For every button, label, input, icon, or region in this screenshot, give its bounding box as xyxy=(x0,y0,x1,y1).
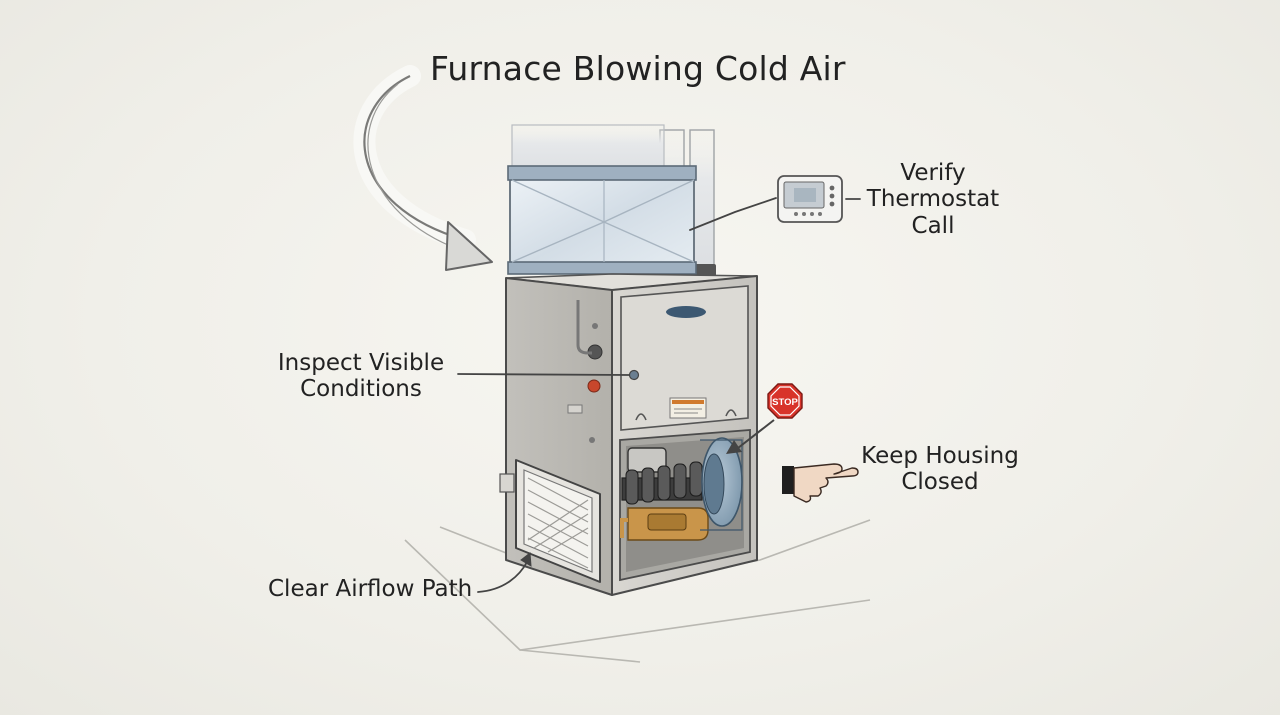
thermostat-icon xyxy=(777,175,843,223)
label-line: Call xyxy=(911,212,955,239)
blower-wheel xyxy=(700,437,743,531)
label-line: Clear Airflow Path xyxy=(268,576,473,602)
label-verify-thermostat-call: Verify Thermostat Call xyxy=(862,160,1004,239)
label-line: Inspect Visible xyxy=(277,350,445,376)
stop-sign-text: STOP xyxy=(772,397,798,408)
small-arrow-icon xyxy=(520,552,532,567)
label-line: Verify xyxy=(900,160,966,186)
label-line: Thermostat xyxy=(866,186,1000,213)
burner-assembly xyxy=(620,447,709,541)
stop-sign-icon xyxy=(726,383,803,454)
label-line: Keep Housing xyxy=(861,443,1019,469)
label-keep-housing-closed: Keep Housing Closed xyxy=(858,443,1022,496)
pointing-hand-icon xyxy=(782,463,859,503)
label-line: Closed xyxy=(901,469,979,496)
curved-arrow-icon xyxy=(353,65,493,271)
leader-lines xyxy=(457,197,861,593)
plenum-box xyxy=(507,165,697,275)
label-inspect-visible-conditions: Inspect Visible Conditions xyxy=(270,350,452,403)
label-line: Conditions xyxy=(300,376,422,403)
diagram-title: Furnace Blowing Cold Air xyxy=(430,49,846,88)
air-filter xyxy=(499,459,601,583)
label-clear-airflow-path: Clear Airflow Path xyxy=(268,576,474,602)
